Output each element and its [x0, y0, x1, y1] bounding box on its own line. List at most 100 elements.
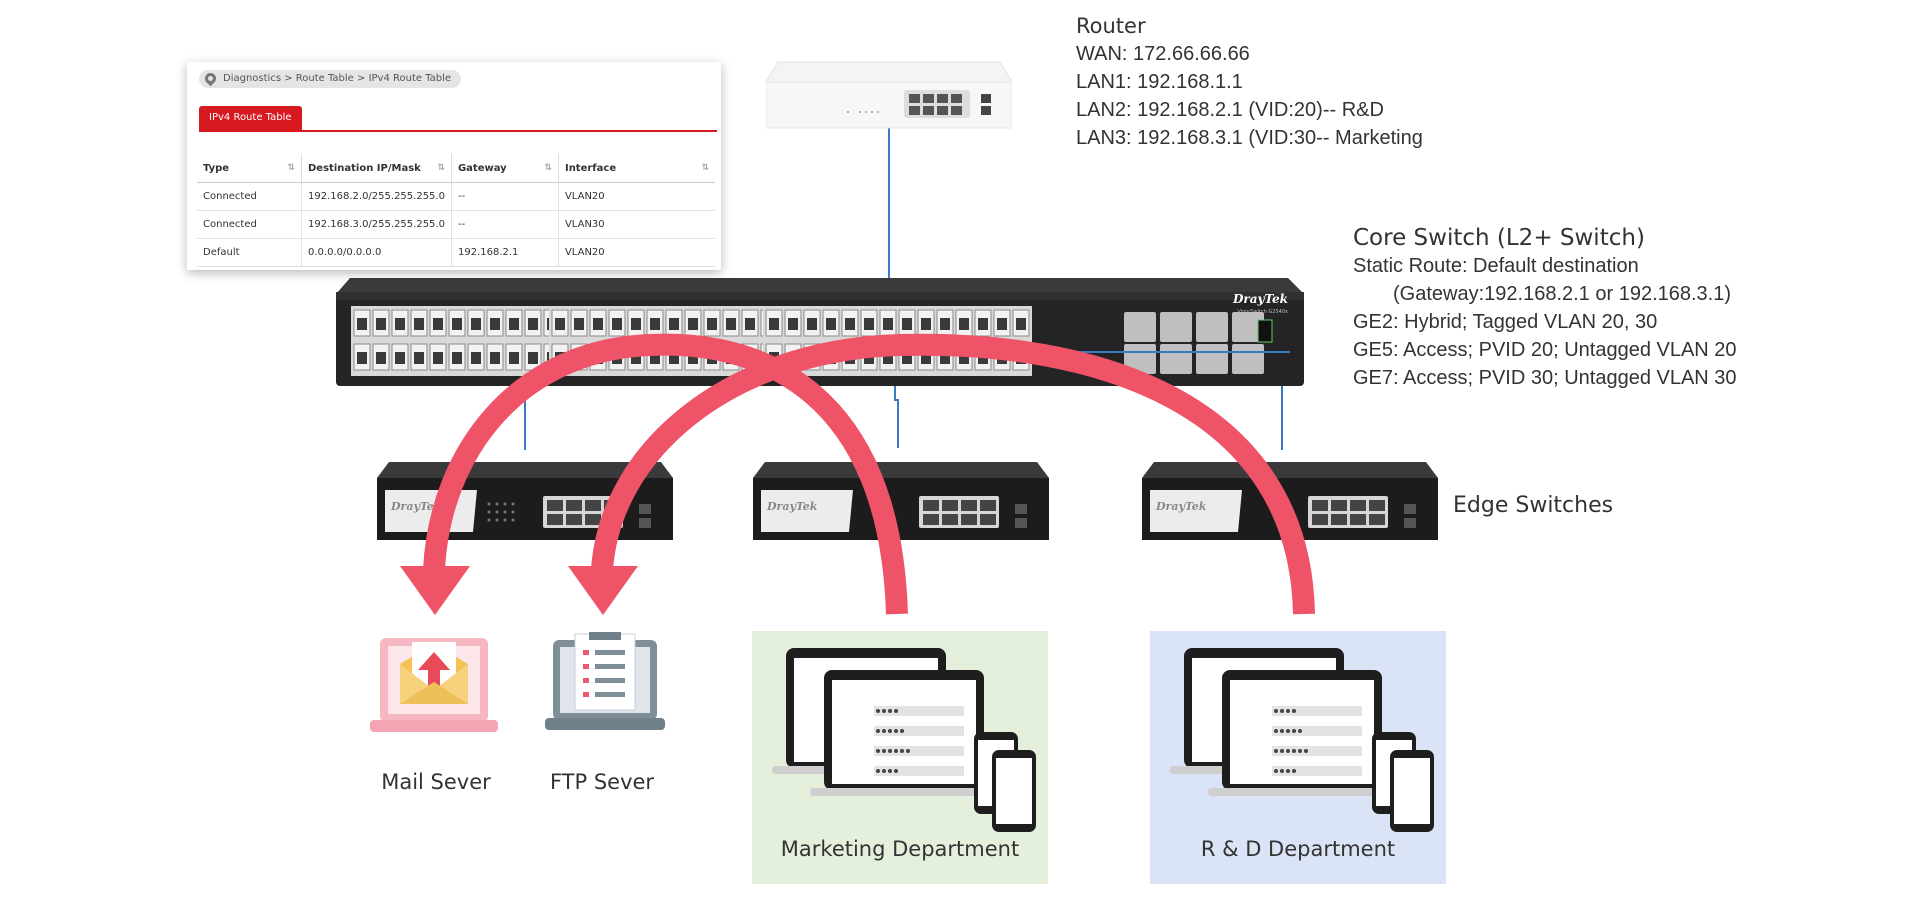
ftp-server-icon	[545, 632, 665, 730]
rj45-port-socket	[593, 318, 603, 330]
rj45-port-socket	[555, 352, 565, 364]
rj45-port-socket	[769, 318, 779, 330]
tab-underline	[199, 130, 717, 132]
edge-switch-2: DrayTek	[753, 462, 1049, 540]
cell-interface: VLAN20	[558, 238, 715, 267]
table-row: Connected 192.168.3.0/255.255.255.0 -- V…	[197, 210, 715, 239]
marketing-department-label: Marketing Department	[780, 837, 1020, 861]
rj45-port-socket	[745, 352, 755, 364]
rj45-port-socket	[574, 352, 584, 364]
rj45-port-socket	[921, 352, 931, 364]
rj45-port-socket	[826, 318, 836, 330]
column-header-gateway[interactable]: Gateway⇅	[451, 154, 559, 183]
rj45-port-socket	[669, 352, 679, 364]
rj45-port-socket	[997, 352, 1007, 364]
port-block	[763, 306, 1032, 376]
column-header-type[interactable]: Type⇅	[197, 154, 302, 183]
router-line: LAN3: 192.168.3.1 (VID:30-- Marketing	[1076, 127, 1423, 149]
rj45-port-socket	[883, 318, 893, 330]
core-switch-line: GE7: Access; PVID 30; Untagged VLAN 30	[1353, 367, 1737, 389]
edge-switch-1: DrayTek	[377, 462, 673, 540]
marketing-laptops-icon	[772, 648, 1036, 832]
sort-icon[interactable]: ⇅	[701, 163, 709, 173]
cell-interface: VLAN20	[558, 182, 715, 211]
ftp-server-label: FTP Sever	[549, 770, 655, 794]
sort-icon[interactable]: ⇅	[544, 163, 552, 173]
cell-gateway: 192.168.2.1	[451, 238, 559, 267]
breadcrumb-text: Diagnostics > Route Table > IPv4 Route T…	[223, 73, 452, 84]
rj45-port-socket	[471, 318, 481, 330]
cell-destination: 0.0.0.0/0.0.0.0	[301, 238, 452, 267]
table-row: Default 0.0.0.0/0.0.0.0 192.168.2.1 VLAN…	[197, 238, 715, 267]
rj45-port-socket	[902, 318, 912, 330]
rj45-port-socket	[788, 318, 798, 330]
rj45-port-socket	[807, 352, 817, 364]
rj45-port-socket	[688, 352, 698, 364]
rj45-port-socket	[509, 352, 519, 364]
rj45-port-socket	[688, 318, 698, 330]
rj45-port-socket	[845, 318, 855, 330]
rj45-port-socket	[726, 352, 736, 364]
router-line: LAN2: 192.168.2.1 (VID:20)-- R&D	[1076, 99, 1384, 121]
core-switch-info: Core Switch (L2+ Switch) Static Route: D…	[1353, 224, 1737, 392]
rj45-port-socket	[555, 318, 565, 330]
rj45-port-socket	[669, 318, 679, 330]
rj45-port-socket	[769, 352, 779, 364]
rj45-port-socket	[864, 352, 874, 364]
rj45-port-socket	[745, 318, 755, 330]
edge-switch-2-brand: DrayTek	[766, 500, 818, 513]
rj45-port-socket	[509, 318, 519, 330]
rj45-port-socket	[414, 352, 424, 364]
core-switch-model: VigorSwitch G2540x	[1237, 309, 1288, 315]
rj45-port-socket	[574, 318, 584, 330]
core-switch-title: Core Switch (L2+ Switch)	[1353, 225, 1645, 251]
route-table-panel: Diagnostics > Route Table > IPv4 Route T…	[187, 62, 721, 270]
rj45-port-socket	[940, 352, 950, 364]
rj45-port-socket	[959, 352, 969, 364]
mail-server-label: Mail Sever	[381, 770, 491, 794]
rj45-port-socket	[433, 318, 443, 330]
rj45-port-socket	[593, 352, 603, 364]
sort-icon[interactable]: ⇅	[287, 163, 295, 173]
rj45-port-socket	[650, 318, 660, 330]
core-switch-line: GE2: Hybrid; Tagged VLAN 20, 30	[1353, 311, 1658, 333]
rj45-port-socket	[414, 318, 424, 330]
cell-destination: 192.168.2.0/255.255.255.0	[301, 182, 452, 211]
rnd-laptops-icon	[1170, 648, 1434, 832]
rj45-port-socket	[883, 352, 893, 364]
edge-switch-3-brand: DrayTek	[1155, 500, 1207, 513]
rj45-port-socket	[631, 352, 641, 364]
core-switch-brand: DrayTek	[1232, 292, 1288, 306]
rj45-port-socket	[631, 318, 641, 330]
rj45-port-socket	[357, 352, 367, 364]
rj45-port-socket	[707, 352, 717, 364]
core-switch-line: (Gateway:192.168.2.1 or 192.168.3.1)	[1393, 283, 1732, 305]
rj45-port-socket	[707, 318, 717, 330]
router-line: WAN: 172.66.66.66	[1076, 43, 1250, 65]
rj45-port-socket	[826, 352, 836, 364]
rnd-department-label: R & D Department	[1200, 837, 1396, 861]
rj45-port-socket	[845, 352, 855, 364]
rj45-port-socket	[978, 318, 988, 330]
rj45-port-socket	[921, 318, 931, 330]
rj45-port-socket	[1016, 318, 1026, 330]
map-pin-icon	[202, 70, 219, 87]
router-info: Router WAN: 172.66.66.66 LAN1: 192.168.1…	[1076, 12, 1423, 152]
router-device	[766, 61, 1012, 129]
rj45-port-socket	[357, 318, 367, 330]
tab-ipv4-route-table[interactable]: IPv4 Route Table	[199, 106, 302, 130]
rj45-port-socket	[864, 318, 874, 330]
edge-switch-1-brand: DrayTek	[390, 500, 442, 513]
rj45-port-socket	[726, 318, 736, 330]
router-line: LAN1: 192.168.1.1	[1076, 71, 1243, 93]
cell-gateway: --	[451, 210, 559, 239]
column-header-destination[interactable]: Destination IP/Mask⇅	[301, 154, 452, 183]
rj45-port-socket	[902, 352, 912, 364]
breadcrumb[interactable]: Diagnostics > Route Table > IPv4 Route T…	[199, 70, 462, 88]
rj45-port-socket	[528, 318, 538, 330]
cell-type: Connected	[197, 182, 302, 211]
rj45-port-socket	[452, 352, 462, 364]
sort-icon[interactable]: ⇅	[437, 163, 445, 173]
rj45-port-socket	[395, 318, 405, 330]
column-header-interface[interactable]: Interface⇅	[558, 154, 715, 183]
